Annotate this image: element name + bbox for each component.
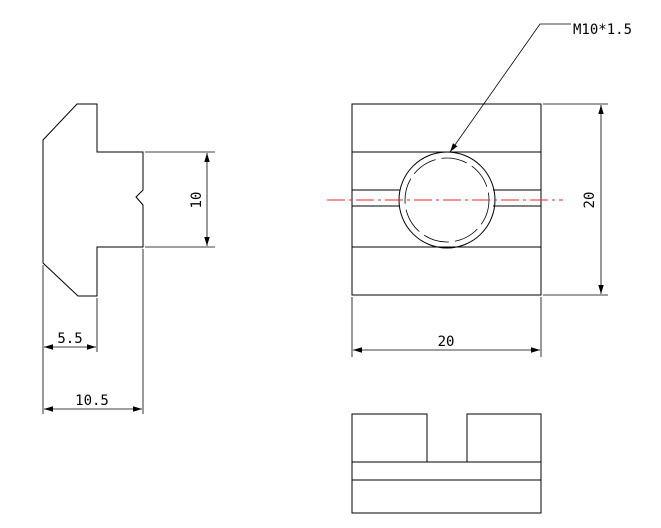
bottom-view (351, 413, 542, 514)
dim-label-total-width: 10.5 (75, 393, 109, 409)
bottom-view-outline (351, 413, 542, 514)
thread-callout-label: M10*1.5 (573, 22, 632, 38)
dim-label-front-width: 20 (438, 334, 455, 350)
thread-leader-line (449, 23, 571, 153)
side-view-outline (42, 103, 144, 297)
dim-label-front-height: 20 (582, 192, 598, 209)
dim-label-step-width: 5.5 (57, 331, 82, 347)
front-view: M10*1.5 20 20 (327, 22, 632, 357)
dim-label-slot-height: 10 (189, 192, 205, 209)
side-view: 10 5.5 10.5 (42, 103, 215, 414)
